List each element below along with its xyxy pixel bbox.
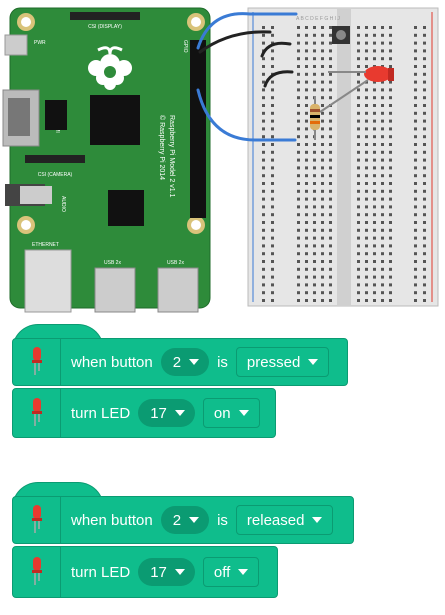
gpio-label: GPIO	[182, 40, 188, 53]
column-letters: A B C D E F G H I J	[296, 16, 340, 22]
usb1-label: USB 2x	[104, 260, 121, 266]
block-text: when button	[71, 353, 153, 371]
connector-text: is	[217, 353, 228, 371]
csi-display-label: CSI (DISPLAY)	[88, 24, 122, 30]
state-value: on	[213, 404, 231, 422]
chevron-down-icon	[312, 517, 323, 523]
breadboard-holes	[262, 26, 426, 302]
circuit-diagram: CSI (DISPLAY) PWR HDMI CSI (CAMERA) AUDI…	[2, 7, 439, 313]
chevron-down-icon	[238, 410, 249, 416]
pin-value: 2	[172, 353, 182, 371]
raspberry-pi-board: CSI (DISPLAY) PWR HDMI CSI (CAMERA) AUDI…	[2, 7, 211, 313]
connector-text: is	[217, 511, 228, 529]
led-state-dropdown[interactable]: on	[202, 398, 260, 428]
pin-value: 17	[150, 404, 167, 422]
state-value: released	[246, 511, 305, 529]
model-silkscreen: Raspberry Pi Model 2 v1.1	[168, 115, 175, 198]
when-button-released-block[interactable]: when button 2 is released	[12, 496, 354, 544]
pin-value: 2	[172, 511, 182, 529]
camera-label: CSI (CAMERA)	[38, 172, 73, 178]
chevron-down-icon	[189, 517, 200, 523]
state-value: pressed	[246, 353, 301, 371]
ethernet-label: ETHERNET	[32, 242, 59, 248]
button-state-dropdown[interactable]: released	[235, 505, 334, 535]
button-pin-dropdown[interactable]: 2	[160, 348, 210, 376]
wires	[196, 12, 298, 142]
breadboard: A B C D E F G H I J	[247, 7, 439, 307]
chevron-down-icon	[189, 359, 200, 365]
resistor	[310, 96, 320, 140]
red-led	[319, 66, 394, 113]
chevron-down-icon	[174, 410, 185, 416]
led-state-dropdown[interactable]: off	[202, 557, 260, 587]
turn-led-on-block[interactable]: turn LED 17 on	[12, 388, 276, 438]
turn-led-off-block[interactable]: turn LED 17 off	[12, 546, 278, 598]
led-extension-icon	[13, 339, 61, 385]
power-label: PWR	[34, 40, 46, 46]
led-extension-icon	[13, 497, 61, 543]
button-state-dropdown[interactable]: pressed	[235, 347, 330, 377]
chevron-down-icon	[308, 359, 319, 365]
block-text: when button	[71, 511, 153, 529]
block-text: turn LED	[71, 563, 131, 581]
led-extension-icon	[13, 547, 61, 597]
raspberry-logo	[88, 46, 132, 90]
button-pin-dropdown[interactable]: 2	[160, 506, 210, 534]
usb2-label: USB 2x	[167, 260, 184, 266]
copyright-silkscreen: © Raspberry Pi 2014	[158, 115, 166, 180]
when-button-pressed-block[interactable]: when button 2 is pressed	[12, 338, 348, 386]
chevron-down-icon	[174, 569, 185, 575]
audio-label: AUDIO	[60, 196, 66, 212]
chevron-down-icon	[238, 569, 249, 575]
push-button	[332, 26, 350, 44]
pin-value: 17	[150, 563, 167, 581]
state-value: off	[213, 563, 231, 581]
led-extension-icon	[13, 389, 61, 437]
block-text: turn LED	[71, 404, 131, 422]
led-pin-dropdown[interactable]: 17	[138, 558, 195, 586]
led-pin-dropdown[interactable]: 17	[138, 399, 195, 427]
gpio-header	[190, 40, 206, 218]
